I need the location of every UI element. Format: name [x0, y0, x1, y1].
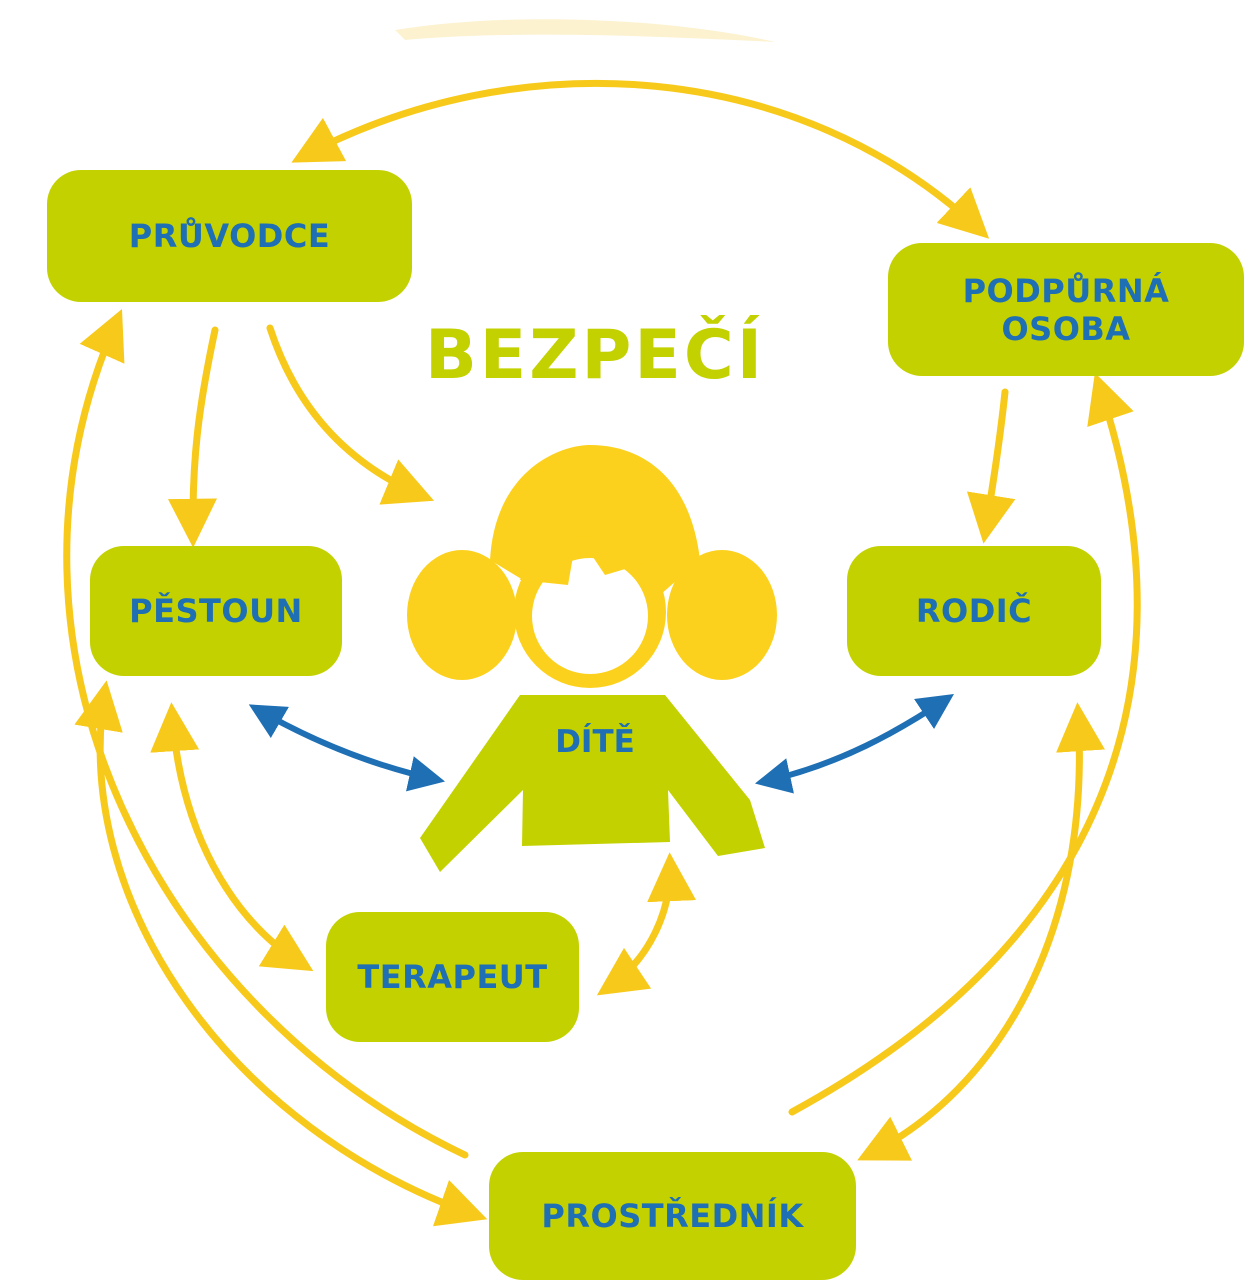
- arrow-terapeut-child: [596, 852, 697, 996]
- child-shirt: [420, 695, 765, 872]
- child-pigtail-left: [407, 550, 517, 680]
- node-label: TERAPEUT: [357, 958, 548, 996]
- arrow-rodic-child: [754, 694, 954, 794]
- node-label: RODIČ: [915, 592, 1033, 630]
- node-label-line2: OSOBA: [1001, 309, 1131, 348]
- arrow-prostrednik-podpurna: [788, 372, 1141, 1116]
- child-figure: [407, 445, 777, 872]
- node-podpurna-osoba: PODPŮRNÁ OSOBA: [888, 243, 1244, 376]
- child-label: DÍTĚ: [555, 724, 635, 760]
- child-face-inner: [532, 558, 648, 674]
- node-pestoun: PĚSTOUN: [90, 546, 342, 676]
- arrow-pestoun-prostrednik: [74, 680, 488, 1227]
- arrow-pestoun-terapeut: [150, 702, 314, 972]
- diagram-title: BEZPEČÍ: [424, 316, 766, 395]
- node-label: PROSTŘEDNÍK: [541, 1197, 804, 1235]
- arrow-pestoun-child: [248, 704, 446, 792]
- node-label: PĚSTOUN: [129, 592, 303, 630]
- node-terapeut: TERAPEUT: [326, 912, 579, 1042]
- arrow-pruvodce-pestoun: [168, 326, 219, 548]
- child-bangs: [520, 537, 655, 585]
- arrow-podpurna-rodic: [966, 388, 1016, 544]
- node-pruvodce: PRŮVODCE: [47, 170, 412, 302]
- arrow-pruvodce-child: [266, 324, 435, 505]
- child-pigtail-right: [667, 550, 777, 680]
- node-prostrednik: PROSTŘEDNÍK: [489, 1152, 856, 1280]
- arrow-pruvodce-podpurna: [291, 79, 990, 239]
- node-rodic: RODIČ: [847, 546, 1101, 676]
- decorative-swoosh: [395, 19, 775, 42]
- node-label: PRŮVODCE: [128, 217, 331, 255]
- node-label-line1: PODPŮRNÁ: [962, 271, 1170, 310]
- arrow-rodic-prostrednik: [857, 702, 1105, 1161]
